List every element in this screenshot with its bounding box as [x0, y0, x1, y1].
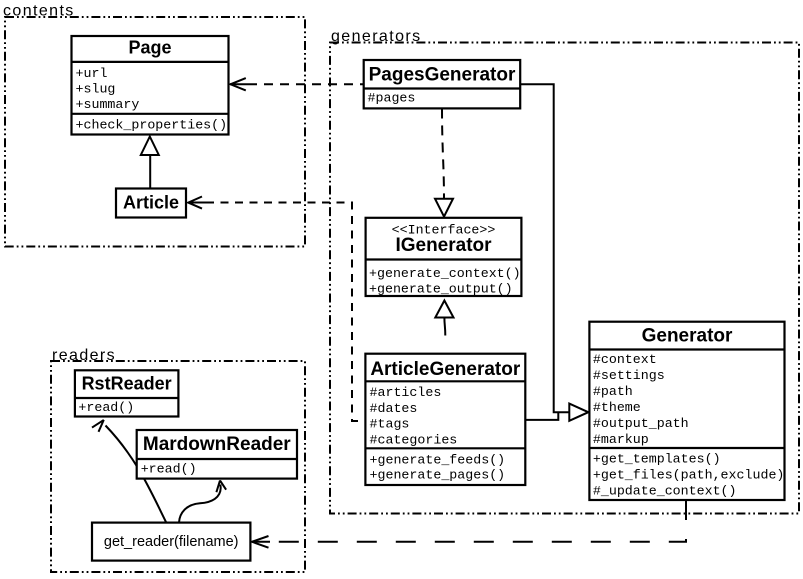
svg-text:+summary: +summary: [76, 97, 140, 112]
svg-text:#articles: #articles: [370, 385, 442, 400]
svg-text:+generate_pages(): +generate_pages(): [370, 468, 506, 483]
svg-text:generators: generators: [331, 28, 422, 45]
svg-text:+generate_output(): +generate_output(): [369, 281, 513, 296]
svg-text:+get_templates(): +get_templates(): [593, 452, 721, 467]
svg-text:#tags: #tags: [370, 417, 410, 432]
svg-text:#_update_context(): #_update_context(): [593, 483, 737, 498]
svg-text:get_reader(filename): get_reader(filename): [104, 534, 239, 550]
svg-text:#path: #path: [593, 384, 633, 399]
svg-text:Generator: Generator: [642, 325, 733, 346]
svg-text:#output_path: #output_path: [593, 416, 689, 431]
svg-text:contents: contents: [3, 2, 75, 19]
svg-text:+read(): +read(): [141, 461, 197, 476]
svg-text:Page: Page: [128, 38, 171, 58]
svg-text:+generate_context(): +generate_context(): [369, 266, 521, 281]
svg-text:PagesGenerator: PagesGenerator: [369, 65, 516, 86]
svg-text:#context: #context: [593, 352, 657, 367]
svg-text:RstReader: RstReader: [82, 374, 172, 394]
svg-text:+url: +url: [76, 66, 108, 81]
svg-text:+slug: +slug: [76, 81, 116, 96]
svg-text:#settings: #settings: [593, 368, 665, 383]
svg-text:+generate_feeds(): +generate_feeds(): [370, 452, 506, 467]
svg-text:#theme: #theme: [593, 400, 641, 415]
svg-text:+read(): +read(): [78, 400, 134, 415]
svg-text:IGenerator: IGenerator: [395, 235, 492, 256]
svg-text:<<Interface>>: <<Interface>>: [392, 222, 496, 237]
svg-text:#categories: #categories: [370, 432, 458, 447]
svg-text:MardownReader: MardownReader: [143, 434, 291, 455]
svg-text:Article: Article: [123, 193, 179, 213]
svg-text:#dates: #dates: [370, 401, 418, 416]
svg-text:+get_files(path,exclude): +get_files(path,exclude): [593, 468, 785, 483]
svg-text:#markup: #markup: [593, 432, 649, 447]
svg-text:ArticleGenerator: ArticleGenerator: [370, 359, 521, 380]
svg-text:+check_properties(): +check_properties(): [76, 118, 228, 133]
svg-text:#pages: #pages: [368, 91, 416, 106]
svg-text:readers: readers: [52, 347, 116, 364]
